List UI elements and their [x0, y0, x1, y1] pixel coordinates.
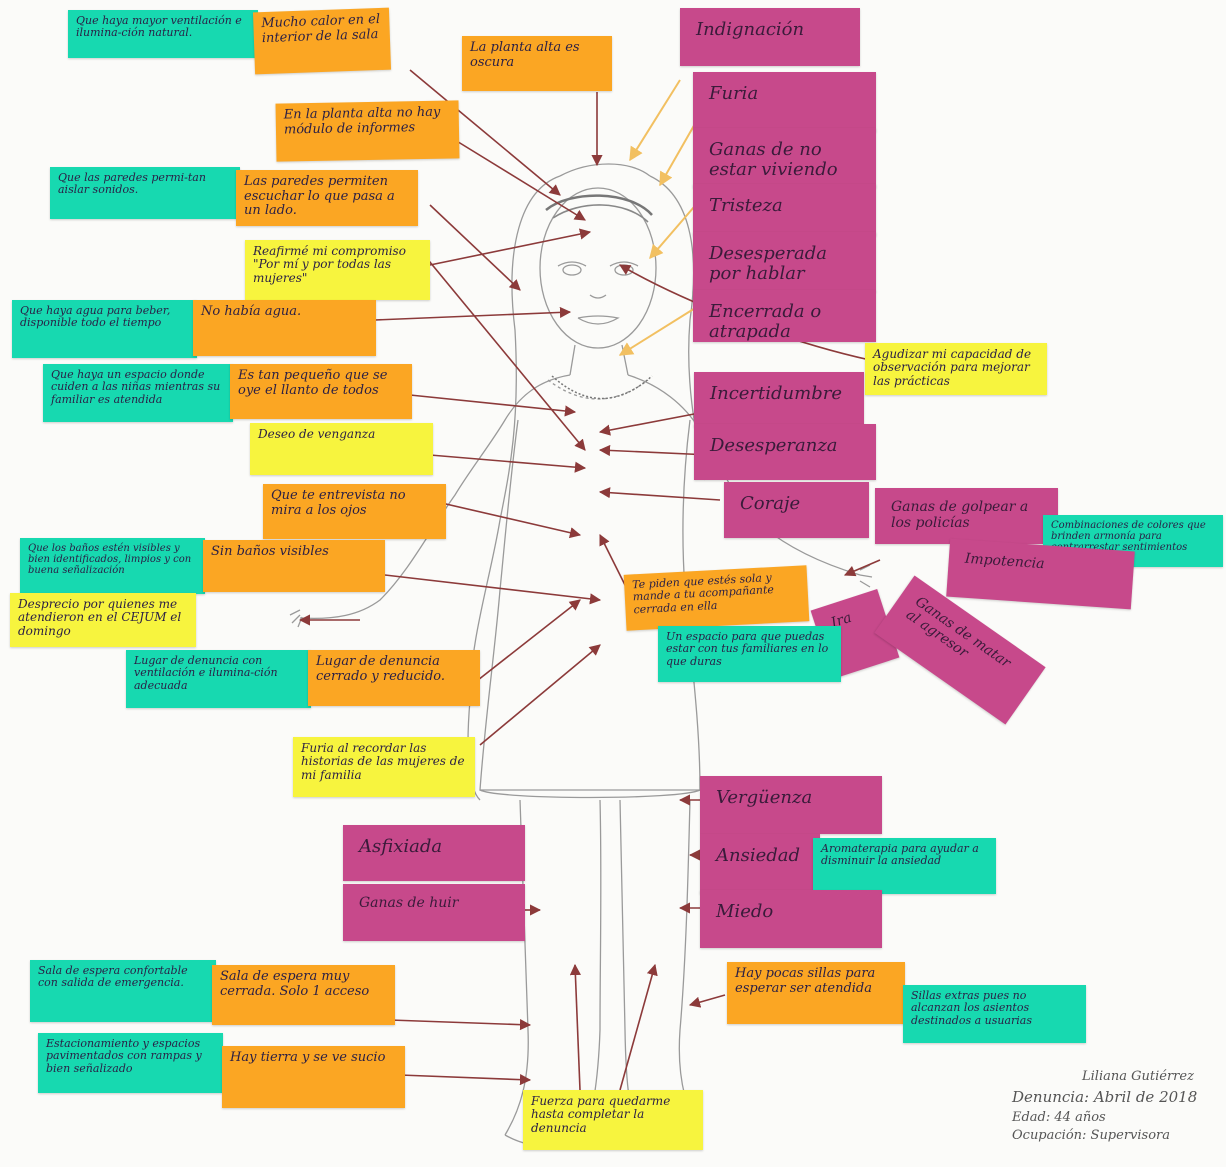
sticky-note: Furia al recordar las historias de las m…: [293, 737, 475, 797]
sticky-note: Que haya un espacio donde cuiden a las n…: [43, 364, 233, 422]
sticky-note: No había agua.: [193, 300, 376, 356]
sticky-note: Tristeza: [693, 184, 876, 236]
sticky-note: Incertidumbre: [694, 372, 864, 427]
sticky-note: Asfixiada: [343, 825, 525, 881]
sticky-note: Reafirmé mi compromiso "Por mí y por tod…: [245, 240, 430, 300]
sticky-note: Miedo: [700, 890, 882, 948]
sticky-note: Aromaterapia para ayudar a disminuir la …: [813, 838, 996, 894]
yellow-arrows: [620, 80, 700, 355]
sticky-note: Vergüenza: [700, 776, 882, 834]
sticky-note: Desprecio por quienes me atendieron en e…: [10, 593, 196, 647]
sticky-note: Indignación: [680, 8, 860, 66]
sticky-note: Que haya agua para beber, disponible tod…: [12, 300, 197, 358]
sticky-note: Las paredes permiten escuchar lo que pas…: [236, 170, 418, 226]
sticky-note: Que las paredes permi-tan aislar sonidos…: [50, 167, 240, 219]
sticky-note: Lugar de denuncia con ventilación e ilum…: [126, 650, 311, 708]
sticky-note: Fuerza para quedarme hasta completar la …: [523, 1090, 703, 1150]
sticky-note: Deseo de venganza: [250, 423, 433, 475]
sticky-note: Ganas de golpear a los policías: [875, 488, 1058, 544]
sticky-note: Que los baños estén visibles y bien iden…: [20, 538, 205, 594]
signature-block: Liliana Gutiérrez Denuncia: Abril de 201…: [1012, 1068, 1222, 1146]
sticky-note: Sala de espera muy cerrada. Solo 1 acces…: [212, 965, 395, 1025]
sticky-note: Un espacio para que puedas estar con tus…: [658, 626, 841, 682]
sticky-note: Hay tierra y se ve sucio: [222, 1046, 405, 1108]
sticky-note: Ansiedad: [700, 834, 820, 894]
sticky-note: Sala de espera confortable con salida de…: [30, 960, 216, 1022]
sticky-note: Sillas extras pues no alcanzan los asien…: [903, 985, 1086, 1043]
sticky-note: Ganas de huir: [343, 884, 525, 941]
sticky-note: Ganas de no estar viviendo eso.: [693, 128, 876, 188]
sticky-note: La planta alta es oscura: [462, 36, 612, 91]
sticky-note: Desesperanza: [694, 424, 876, 480]
sticky-note: Sin baños visibles: [203, 540, 385, 592]
sticky-note: Desesperada por hablar: [693, 232, 876, 292]
necklace: [552, 376, 652, 399]
author-occupation: Ocupación: Supervisora: [1012, 1127, 1222, 1146]
sticky-note: Estacionamiento y espacios pavimentados …: [38, 1033, 223, 1093]
sticky-note: Encerrada o atrapada: [693, 290, 876, 342]
sticky-note: Lugar de denuncia cerrado y reducido.: [308, 650, 480, 706]
author-name: Liliana Gutiérrez: [1012, 1068, 1222, 1087]
report-date: Denuncia: Abril de 2018: [1012, 1087, 1222, 1109]
sticky-note: Te piden que estés sola y mande a tu aco…: [624, 565, 810, 631]
sticky-note: Es tan pequeño que se oye el llanto de t…: [230, 364, 412, 419]
sticky-note: Agudizar mi capacidad de observación par…: [865, 343, 1047, 395]
author-age: Edad: 44 años: [1012, 1109, 1222, 1128]
sticky-note: Coraje: [724, 482, 869, 538]
sticky-note: Que haya mayor ventilación e ilumina-ció…: [68, 10, 258, 58]
sticky-note: Que te entrevista no mira a los ojos: [263, 484, 446, 539]
sticky-note: Mucho calor en el interior de la sala: [253, 8, 391, 75]
sticky-note: En la planta alta no hay módulo de infor…: [276, 100, 460, 161]
sticky-note: Hay pocas sillas para esperar ser atendi…: [727, 962, 905, 1024]
sticky-note: Furia: [693, 72, 876, 132]
sticky-note: Impotencia: [946, 539, 1135, 610]
